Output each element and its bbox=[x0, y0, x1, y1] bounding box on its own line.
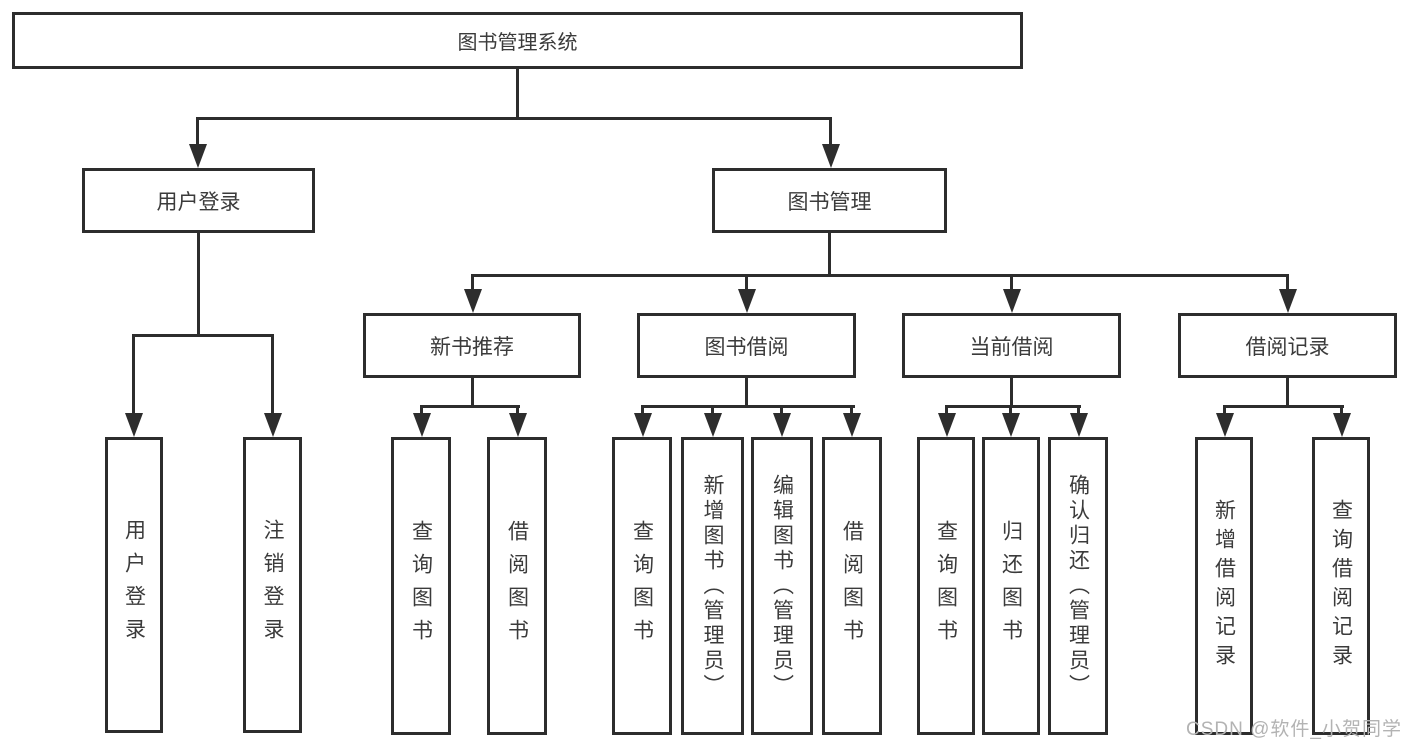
leaf-bb-edit-books-admin: 编辑图书（管理员） bbox=[751, 437, 813, 735]
node-book-borrow: 图书借阅 bbox=[637, 313, 856, 378]
connector-line bbox=[1223, 405, 1226, 415]
arrow-down-icon bbox=[189, 144, 207, 168]
connector-line bbox=[420, 405, 423, 415]
connector-line bbox=[828, 233, 831, 277]
arrow-down-icon bbox=[1216, 413, 1234, 437]
connector-line bbox=[745, 274, 748, 291]
arrow-down-icon bbox=[1003, 289, 1021, 313]
connector-line bbox=[711, 405, 714, 415]
connector-line bbox=[1340, 405, 1343, 415]
arrow-down-icon bbox=[1333, 413, 1351, 437]
arrow-down-icon bbox=[1070, 413, 1088, 437]
connector-line bbox=[516, 69, 519, 118]
arrow-down-icon bbox=[464, 289, 482, 313]
arrow-down-icon bbox=[1002, 413, 1020, 437]
arrow-down-icon bbox=[1279, 289, 1297, 313]
connector-line bbox=[641, 405, 855, 408]
connector-line bbox=[850, 405, 853, 415]
connector-line bbox=[471, 274, 474, 291]
node-root: 图书管理系统 bbox=[12, 12, 1023, 69]
arrow-down-icon bbox=[634, 413, 652, 437]
connector-line bbox=[1010, 274, 1013, 291]
connector-line bbox=[516, 405, 519, 415]
leaf-nbr-borrow-books: 借阅图书 bbox=[487, 437, 547, 735]
connector-line bbox=[132, 334, 135, 415]
connector-line bbox=[1009, 405, 1012, 415]
leaf-nbr-query-books: 查询图书 bbox=[391, 437, 451, 735]
arrow-down-icon bbox=[843, 413, 861, 437]
leaf-cb-return-books: 归还图书 bbox=[982, 437, 1040, 735]
node-borrow-records: 借阅记录 bbox=[1178, 313, 1397, 378]
node-user-login: 用户登录 bbox=[82, 168, 315, 233]
connector-line bbox=[829, 117, 832, 147]
arrow-down-icon bbox=[125, 413, 143, 437]
node-current-borrow: 当前借阅 bbox=[902, 313, 1121, 378]
connector-line bbox=[420, 405, 520, 408]
connector-line bbox=[1286, 274, 1289, 291]
leaf-br-query-record: 查询借阅记录 bbox=[1312, 437, 1370, 735]
connector-line bbox=[196, 117, 199, 147]
leaf-bb-add-books-admin: 新增图书（管理员） bbox=[681, 437, 744, 735]
connector-line bbox=[945, 405, 948, 415]
node-book-management: 图书管理 bbox=[712, 168, 947, 233]
node-new-book-recommend: 新书推荐 bbox=[363, 313, 581, 378]
connector-line bbox=[1010, 378, 1013, 408]
leaf-bb-query-books: 查询图书 bbox=[612, 437, 672, 735]
connector-line bbox=[1223, 405, 1344, 408]
connector-line bbox=[471, 378, 474, 408]
leaf-logout: 注销登录 bbox=[243, 437, 302, 733]
connector-line bbox=[641, 405, 644, 415]
leaf-br-add-record: 新增借阅记录 bbox=[1195, 437, 1253, 735]
arrow-down-icon bbox=[509, 413, 527, 437]
arrow-down-icon bbox=[773, 413, 791, 437]
connector-line bbox=[271, 334, 274, 415]
arrow-down-icon bbox=[738, 289, 756, 313]
connector-line bbox=[780, 405, 783, 415]
connector-line bbox=[197, 233, 200, 335]
leaf-cb-confirm-return-admin: 确认归还（管理员） bbox=[1048, 437, 1108, 735]
connector-line bbox=[1077, 405, 1080, 415]
arrow-down-icon bbox=[413, 413, 431, 437]
connector-line bbox=[132, 334, 274, 337]
connector-line bbox=[471, 274, 1288, 277]
connector-line bbox=[745, 378, 748, 408]
watermark: CSDN @软件_小贺同学 bbox=[1186, 719, 1402, 740]
connector-line bbox=[945, 405, 1081, 408]
leaf-user-login: 用户登录 bbox=[105, 437, 163, 733]
arrow-down-icon bbox=[938, 413, 956, 437]
connector-line bbox=[196, 117, 832, 120]
arrow-down-icon bbox=[704, 413, 722, 437]
leaf-cb-query-books: 查询图书 bbox=[917, 437, 975, 735]
arrow-down-icon bbox=[822, 144, 840, 168]
arrow-down-icon bbox=[264, 413, 282, 437]
connector-line bbox=[1286, 378, 1289, 408]
leaf-bb-borrow-books: 借阅图书 bbox=[822, 437, 882, 735]
